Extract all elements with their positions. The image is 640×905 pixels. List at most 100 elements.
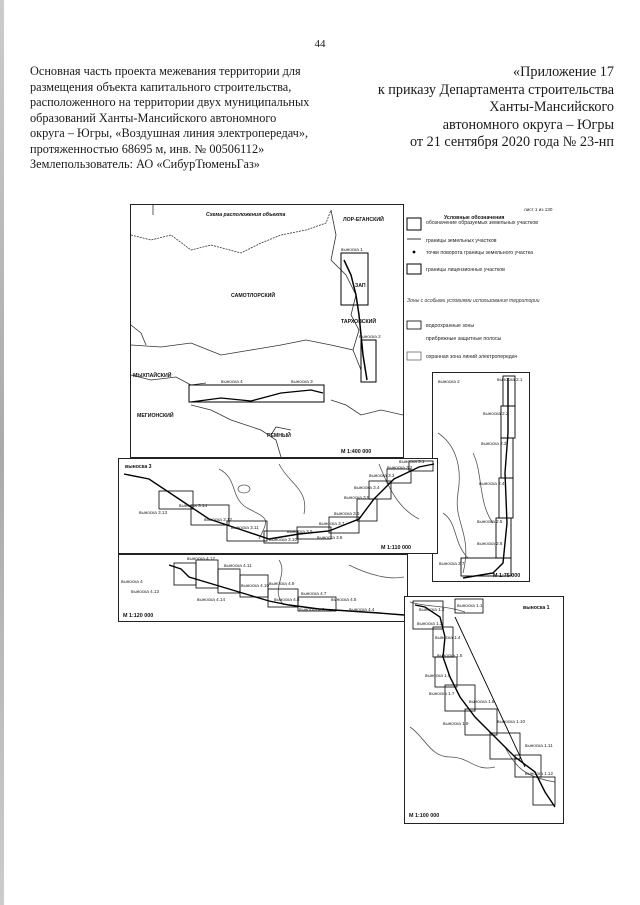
header-left-line: округа – Югры, «Воздушная линия электроп… bbox=[30, 126, 309, 140]
legend-item: границы земельных участков bbox=[426, 238, 497, 244]
point-icon bbox=[412, 250, 416, 254]
scan-margin bbox=[0, 0, 4, 905]
callout-label: выноска 1.5 bbox=[437, 653, 463, 658]
inset-map-4-svg: выноска 4 выноска 4.12 выноска 4.13 выно… bbox=[121, 556, 405, 619]
callout-label: выноска 1.4 bbox=[435, 635, 461, 640]
callout-label: выноска 4.8 bbox=[274, 597, 300, 602]
zone-item: охранная зона линий электропередач bbox=[426, 353, 518, 360]
callout-label: выноска 4.13 bbox=[131, 589, 159, 594]
scale-label: М 1:400 000 bbox=[341, 449, 371, 455]
callout-label: выноска 1.8 bbox=[469, 699, 495, 704]
callout-label: выноска 4.10 bbox=[241, 583, 269, 588]
callout-label: выноска 1.3 bbox=[417, 621, 443, 626]
callout-label: выноска 4.7 bbox=[301, 591, 327, 596]
callout-label: выноска 4.6 bbox=[299, 607, 325, 612]
header-right-line: Ханты-Мансийского bbox=[489, 99, 614, 115]
callout-label: выноска 3.5 bbox=[344, 495, 370, 500]
overview-map-svg: Схема расположения объекта выноска 1 вын… bbox=[130, 205, 404, 458]
callout-label: выноска 2.3 bbox=[481, 441, 507, 446]
header-right-line: «Приложение 17 bbox=[513, 64, 614, 80]
callout-label: выноска 2 bbox=[359, 334, 381, 339]
callout-label: выноска 3.3 bbox=[369, 473, 395, 478]
callout-label: выноска 4.5 bbox=[331, 597, 357, 602]
place-name: РЕМНЫЙ bbox=[267, 431, 291, 439]
page-number: 44 bbox=[314, 38, 326, 50]
zone-item: прибрежные защитные полосы bbox=[426, 336, 502, 342]
place-name: ЛОР-ЕГАНСКИЙ bbox=[343, 215, 384, 223]
callout-label: выноска 4.12 bbox=[187, 556, 215, 561]
header-left-line: расположенного на территории двух муници… bbox=[30, 95, 310, 109]
inset-map-2: выноска 2 выноска 2.1 выноска 2.2 выноск… bbox=[432, 372, 530, 582]
inset-map-1-svg: выноска 1 выноска 1.1 выноска 1.2 выноск… bbox=[409, 598, 556, 819]
callout-label: выноска 3 bbox=[125, 464, 152, 470]
header-left-line: размещения объекта капитального строител… bbox=[30, 79, 292, 94]
header-right-line: от 21 сентября 2020 года № 23-нп bbox=[410, 134, 614, 150]
inset-map-4: выноска 4 выноска 4.12 выноска 4.13 выно… bbox=[118, 554, 408, 622]
place-name: МЫХПАЙСКИЙ bbox=[133, 371, 172, 379]
callout-label: выноска 4.4 bbox=[349, 607, 375, 612]
callout-label: выноска 2.6 bbox=[477, 541, 503, 546]
legend-item: обозначение образуемых земельных участко… bbox=[426, 220, 538, 226]
callout-label: выноска 2.2 bbox=[483, 411, 509, 416]
callout-label: выноска 3.12 bbox=[204, 517, 232, 522]
place-name: ТАРХОВСКИЙ bbox=[341, 317, 376, 325]
header-right-line: автономного округа – Югры bbox=[442, 116, 614, 133]
callout-label: выноска 3.1 bbox=[399, 459, 425, 464]
inset-map-3: выноска 3 выноска 3.14 выноска 3.13 выно… bbox=[118, 458, 438, 554]
scale-label: М 1:75 000 bbox=[493, 573, 520, 579]
callout-label: выноска 2.4 bbox=[479, 481, 505, 486]
legend-title: Условные обозначения bbox=[444, 214, 504, 221]
callout-label: выноска 2.5 bbox=[477, 519, 503, 524]
callout-label: выноска 4.11 bbox=[224, 563, 252, 568]
place-name: ЗАП bbox=[355, 283, 366, 289]
place-name: САМОТЛОРСКИЙ bbox=[231, 291, 275, 299]
callout-label: выноска 4.9 bbox=[269, 581, 295, 586]
callout-label: выноска 1.12 bbox=[525, 771, 553, 776]
callout-label: выноска 4.14 bbox=[197, 597, 225, 602]
callout-label: выноска 1.1 bbox=[457, 603, 483, 608]
callout-label: выноска 1.11 bbox=[525, 743, 553, 748]
place-name: МЕГИОНСКИЙ bbox=[137, 411, 174, 419]
inset-map-2-svg: выноска 2 выноска 2.1 выноска 2.2 выноск… bbox=[437, 375, 523, 579]
callout-label: выноска 3.11 bbox=[231, 525, 259, 530]
legend-symbol bbox=[406, 217, 422, 231]
callout-label: выноска 4 bbox=[221, 379, 243, 384]
legend-item: границы лицензионных участков bbox=[426, 267, 505, 273]
callout-label: выноска 3.6 bbox=[334, 511, 360, 516]
header-right-line: к приказу Департамента строительства bbox=[377, 81, 614, 98]
callout-label: выноска 1.10 bbox=[497, 719, 525, 724]
callout-label: выноска 2.7 bbox=[439, 561, 465, 566]
callout-label: выноска 2.1 bbox=[497, 377, 523, 382]
callout-label: выноска 1.9 bbox=[443, 721, 469, 726]
callout-label: выноска 3.4 bbox=[354, 485, 380, 490]
callout-label: выноска 3.14 bbox=[179, 503, 207, 508]
callout-label: выноска 1.7 bbox=[429, 691, 455, 696]
inset-map-1: выноска 1 выноска 1.1 выноска 1.2 выноск… bbox=[404, 596, 564, 824]
callout-label: выноска 3.10 bbox=[269, 537, 297, 542]
callout-label: выноска 1 bbox=[523, 605, 550, 611]
callout-label: выноска 3.7 bbox=[319, 521, 345, 526]
header-left-line: Землепользователь: АО «СибурТюменьГаз» bbox=[30, 157, 260, 171]
callout-label: выноска 3.2 bbox=[387, 465, 413, 470]
scheme-title: Схема расположения объекта bbox=[206, 211, 285, 218]
header-left-line: образований Ханты-Мансийского автономног… bbox=[30, 110, 277, 125]
header-right: «Приложение 17 к приказу Департамента ст… bbox=[314, 64, 614, 152]
legend: лист 1 из 130 Условные обозначения обозн… bbox=[404, 204, 562, 374]
legend-item: точки поворота границы земельного участк… bbox=[426, 250, 533, 256]
callout-label: выноска 4 bbox=[121, 579, 143, 584]
callout-label: выноска 1.2 bbox=[419, 607, 445, 612]
scale-label: М 1:110 000 bbox=[381, 545, 411, 551]
callout-label: выноска 2 bbox=[438, 379, 460, 384]
header-left-line: протяженностью 68695 м, инв. № 00506112» bbox=[30, 141, 265, 156]
callout-label: выноска 3 bbox=[291, 379, 313, 384]
callout-label: выноска 3.9 bbox=[287, 529, 313, 534]
overview-map: Схема расположения объекта выноска 1 вын… bbox=[130, 204, 404, 458]
callout-label: выноска 3.13 bbox=[139, 510, 167, 515]
sheet-label: лист 1 из 130 bbox=[524, 207, 553, 212]
zones-title: Зоны с особыми условиями использования т… bbox=[407, 298, 540, 304]
header-left-line: Основная часть проекта межевания террито… bbox=[30, 64, 301, 78]
callout-label: выноска 1 bbox=[341, 247, 363, 252]
callout-label: выноска 1.6 bbox=[425, 673, 451, 678]
scale-label: М 1:100 000 bbox=[409, 813, 439, 819]
